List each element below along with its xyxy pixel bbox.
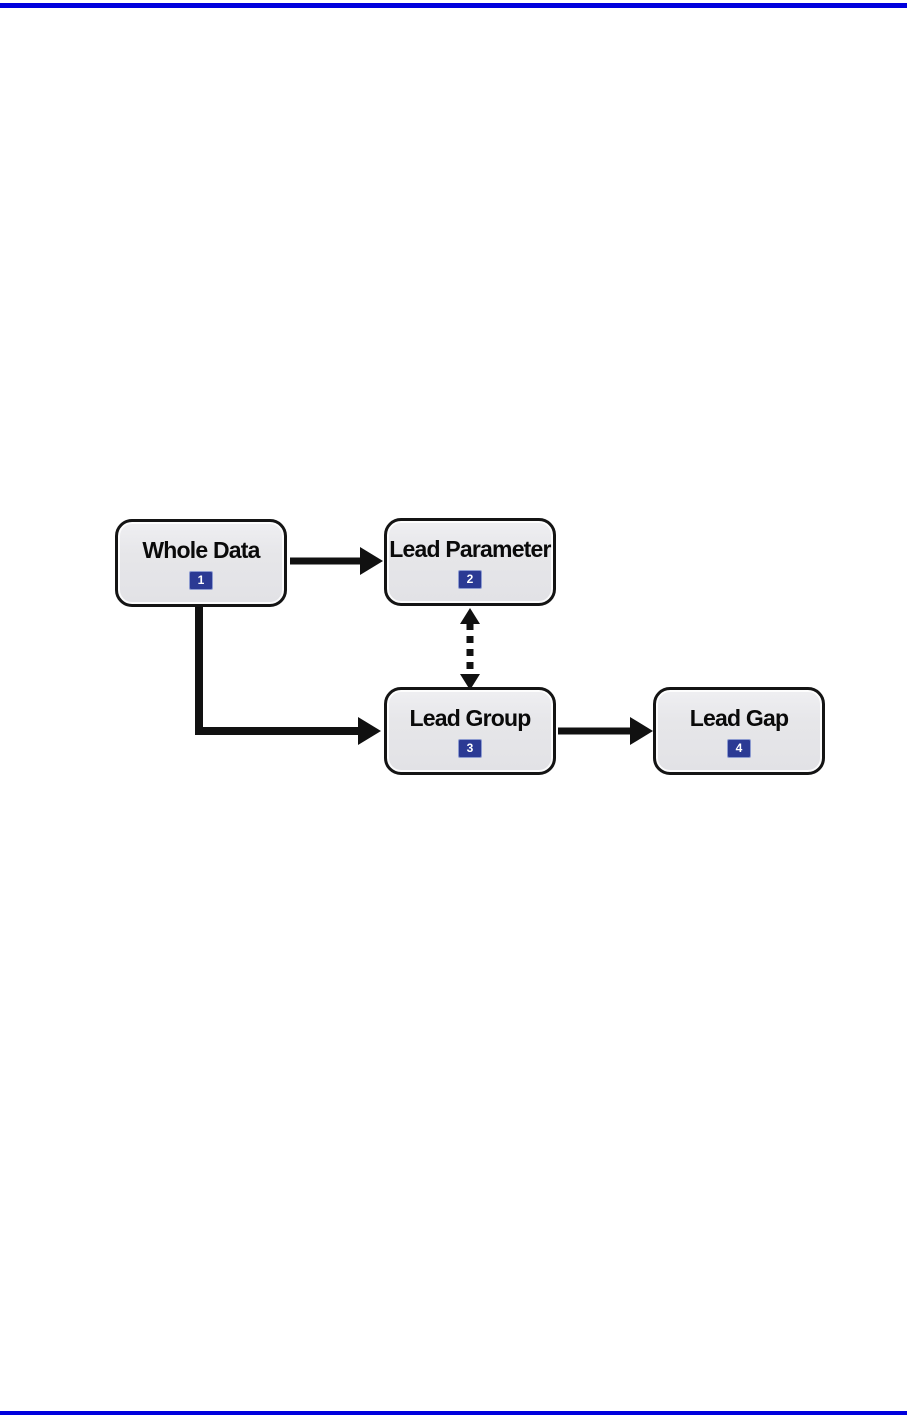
step-badge: 1	[189, 571, 213, 590]
arrow-whole-data-to-lead-group	[195, 606, 381, 745]
node-lead-parameter: Lead Parameter 2	[384, 518, 556, 606]
node-whole-data: Whole Data 1	[115, 519, 287, 607]
bottom-rule	[0, 1411, 907, 1415]
arrow-lead-group-to-lead-gap	[558, 717, 653, 745]
step-badge: 4	[727, 739, 751, 758]
arrow-whole-data-to-lead-parameter	[290, 547, 383, 575]
node-label: Lead Group	[409, 705, 531, 731]
top-rule	[0, 3, 907, 8]
node-label: Lead Parameter	[389, 536, 551, 562]
node-label: Lead Gap	[689, 705, 789, 731]
step-badge: 3	[458, 739, 482, 758]
node-lead-gap: Lead Gap 4	[653, 687, 825, 775]
node-lead-group: Lead Group 3	[384, 687, 556, 775]
node-label: Whole Data	[142, 537, 260, 563]
step-badge: 2	[458, 570, 482, 589]
dotted-arrow-lead-parameter-lead-group	[460, 608, 480, 690]
